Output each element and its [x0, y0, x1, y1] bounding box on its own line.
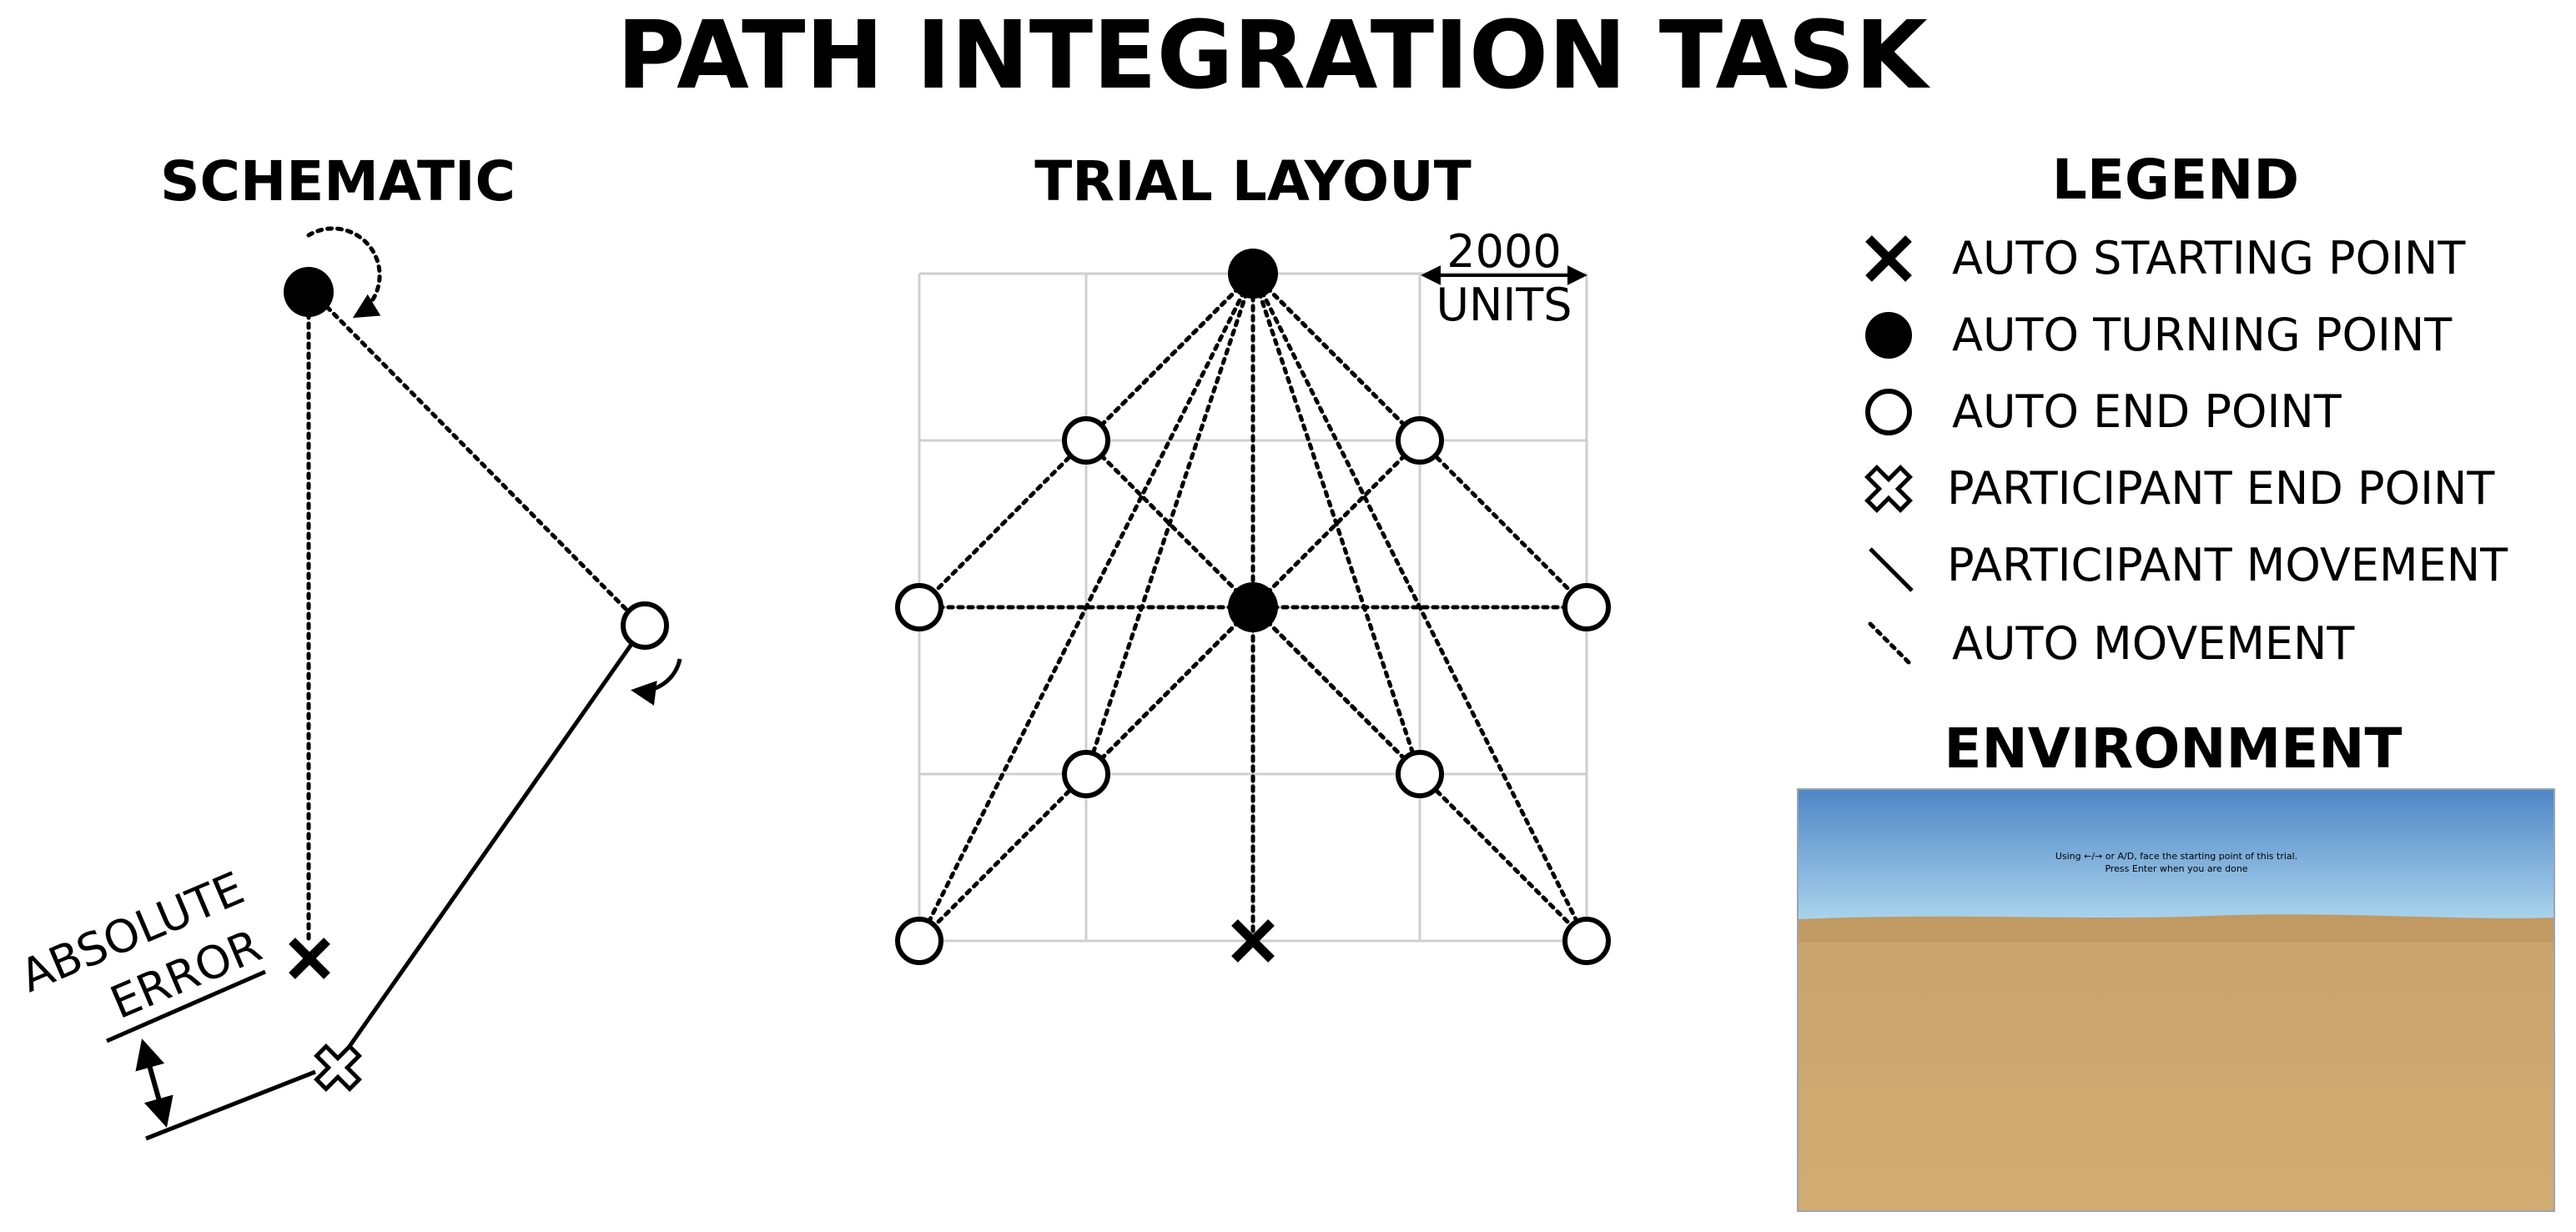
auto-turning-point: [1228, 249, 1278, 299]
schematic-auto-path-diagonal: [325, 304, 635, 618]
legend-label: AUTO MOVEMENT: [1952, 617, 2355, 670]
environment-dunes: [1798, 914, 2554, 947]
schematic-turn-arc-top: [306, 226, 382, 319]
schematic-start-point: [289, 938, 330, 979]
outlined-cross-icon: [1864, 465, 1913, 513]
error-reference-line-upper: [105, 969, 267, 1043]
x-mark-icon: [1865, 235, 1912, 282]
legend-panel: LEGEND AUTO STARTING POINT AUTO TURNING …: [1864, 148, 2508, 670]
scale-unit: UNITS: [1436, 279, 1572, 331]
environment-screenshot: Using ←/→ or A/D, face the starting poin…: [1797, 788, 2555, 1212]
scale-value: 2000: [1446, 225, 1561, 278]
filled-circle-icon: [1865, 312, 1912, 359]
error-double-arrow: [135, 1038, 174, 1128]
schematic-turning-point: [284, 267, 334, 317]
auto-end-point: [1396, 416, 1444, 465]
error-reference-line-lower: [145, 1069, 316, 1141]
environment-panel: ENVIRONMENT Using ←/→ or A/D, face the s…: [1797, 717, 2555, 1212]
environment-instruction: Press Enter when you are done: [2105, 863, 2247, 874]
auto-movement-path: [1250, 271, 1422, 777]
legend-label: PARTICIPANT END POINT: [1947, 462, 2495, 515]
schematic-participant-path: [338, 639, 636, 1061]
auto-end-point: [1562, 583, 1611, 631]
auto-starting-point: [1231, 919, 1275, 963]
figure-title: PATH INTEGRATION TASK: [616, 2, 1930, 110]
legend-label: PARTICIPANT MOVEMENT: [1947, 539, 2508, 591]
schematic-participant-end-point: [314, 1043, 362, 1092]
trial-layout-title: TRIAL LAYOUT: [1034, 149, 1472, 214]
auto-end-point: [1396, 750, 1444, 798]
schematic-turn-arc-bottom: [631, 658, 682, 706]
auto-end-point: [895, 917, 943, 965]
legend-title: LEGEND: [2052, 148, 2299, 212]
environment-title: ENVIRONMENT: [1944, 717, 2402, 781]
auto-movement-path: [1250, 438, 1422, 610]
auto-movement-path: [1084, 438, 1255, 610]
auto-end-point: [1062, 416, 1110, 465]
legend-label: AUTO TURNING POINT: [1952, 309, 2453, 361]
auto-movement-path: [917, 271, 1255, 943]
solid-line-icon: [1869, 547, 1914, 592]
environment-instruction: Using ←/→ or A/D, face the starting poin…: [2055, 851, 2297, 862]
auto-movement-path: [1084, 271, 1255, 777]
auto-end-point: [1562, 917, 1611, 965]
auto-end-point: [1062, 750, 1110, 798]
auto-movement-path: [1250, 271, 1589, 943]
trial-layout-points: [895, 249, 1611, 965]
auto-end-point: [895, 583, 943, 631]
legend-label: AUTO END POINT: [1952, 385, 2342, 438]
environment-sky: [1798, 789, 2554, 919]
schematic-end-point: [621, 601, 669, 650]
open-circle-icon: [1865, 389, 1912, 435]
environment-sand: [1798, 943, 2554, 1211]
auto-turning-point: [1228, 582, 1278, 632]
trial-layout-panel: TRIAL LAYOUT 2000 UNITS: [895, 149, 1611, 965]
legend-label: AUTO STARTING POINT: [1952, 232, 2466, 284]
dotted-line-icon: [1868, 621, 1914, 668]
schematic-title: SCHEMATIC: [160, 149, 516, 214]
schematic-panel: SCHEMATIC ABSOLUTE ERROR: [13, 149, 682, 1141]
